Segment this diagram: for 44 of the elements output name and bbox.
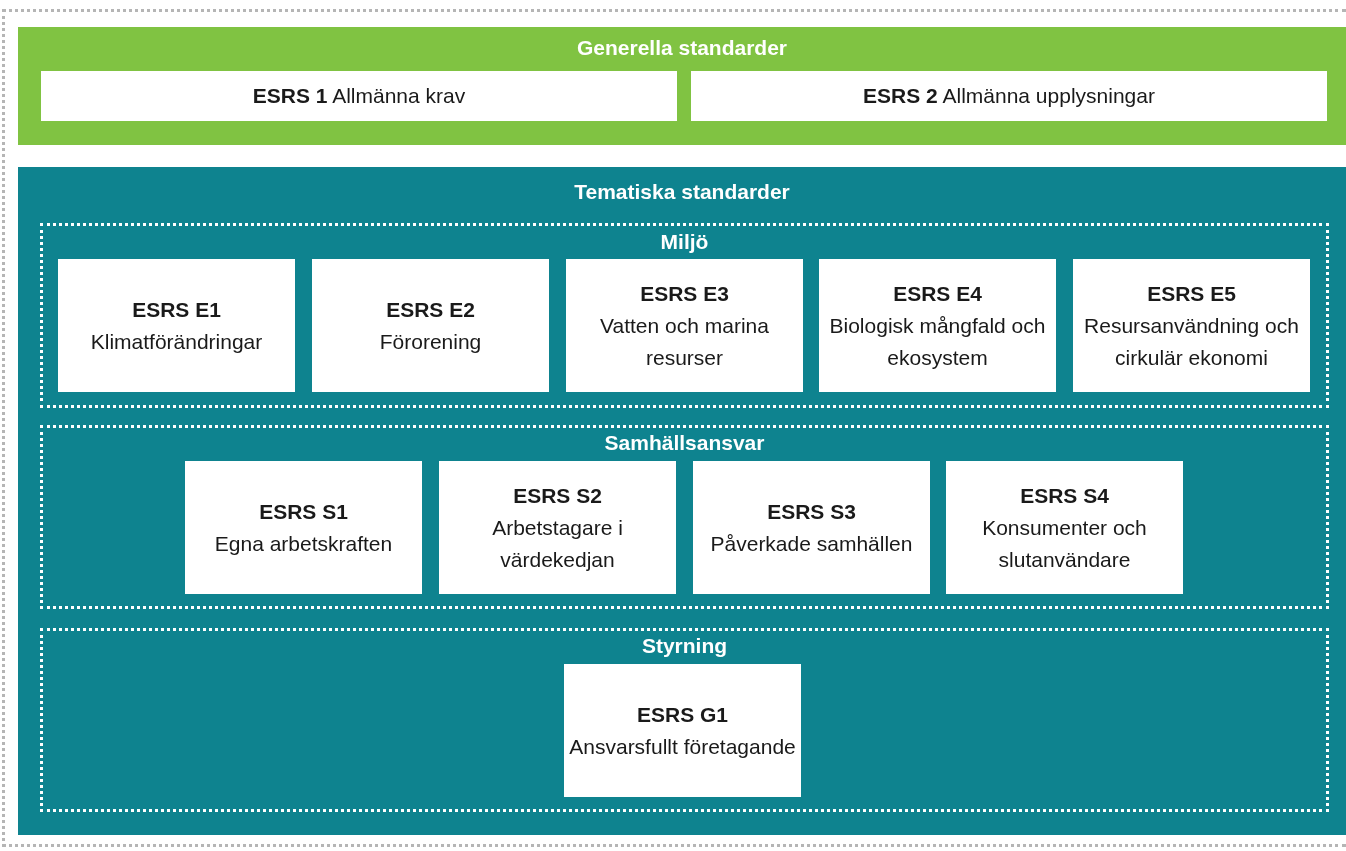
- standard-title: Påverkade samhällen: [710, 530, 913, 557]
- standard-card: [312, 259, 549, 392]
- standard-title: Vatten och marina resurser: [599, 312, 770, 371]
- standard-title: Biologisk mångfald och ekosystem: [828, 312, 1047, 371]
- standard-code: ESRS E1: [132, 296, 221, 323]
- standard-title: Konsumenter och slutanvändare: [981, 514, 1148, 573]
- standard-code: ESRS S4: [1020, 482, 1109, 509]
- standard-code: ESRS S3: [767, 498, 856, 525]
- section-heading: Miljö: [659, 229, 710, 255]
- standard-title: Klimatförändringar: [90, 328, 263, 355]
- standard-card: [41, 71, 677, 121]
- standard-title: Förorening: [379, 328, 482, 355]
- standard-card: [564, 664, 801, 797]
- group-frame: [40, 628, 1329, 812]
- category-panel: [18, 27, 1346, 145]
- standard-title: Arbetstagare i värdekedjan: [491, 514, 624, 573]
- standard-label: ESRS 2 Allmänna upplysningar: [863, 83, 1155, 109]
- standard-code: ESRS E5: [1147, 280, 1236, 307]
- standard-card: [566, 259, 803, 392]
- standard-card: [439, 461, 676, 594]
- standard-code: ESRS G1: [636, 701, 728, 728]
- standard-card: [1073, 259, 1310, 392]
- section-heading: Generella standarder: [575, 35, 789, 61]
- group-frame: [40, 223, 1329, 408]
- section-heading: Styrning: [640, 633, 729, 659]
- standard-title: Resursanvändning och cirkulär ekonomi: [1083, 312, 1300, 371]
- standard-card: [691, 71, 1327, 121]
- standard-card: [693, 461, 930, 594]
- group-frame: [40, 425, 1329, 609]
- standard-card: [185, 461, 422, 594]
- section-heading: Tematiska standarder: [573, 179, 791, 205]
- standard-title: Ansvarsfullt företagande: [569, 733, 796, 760]
- standard-code: ESRS E4: [893, 280, 982, 307]
- standard-code: ESRS S2: [513, 482, 602, 509]
- standard-code: ESRS E2: [386, 296, 475, 323]
- standard-code: ESRS S1: [259, 498, 348, 525]
- standard-card: [58, 259, 295, 392]
- section-heading: Samhällsansvar: [603, 430, 766, 456]
- standard-title: Egna arbetskraften: [214, 530, 393, 557]
- category-panel: [18, 167, 1346, 835]
- standard-card: [819, 259, 1056, 392]
- standard-label: ESRS 1 Allmänna krav: [252, 83, 466, 109]
- standard-card: [946, 461, 1183, 594]
- standard-code: ESRS E3: [640, 280, 729, 307]
